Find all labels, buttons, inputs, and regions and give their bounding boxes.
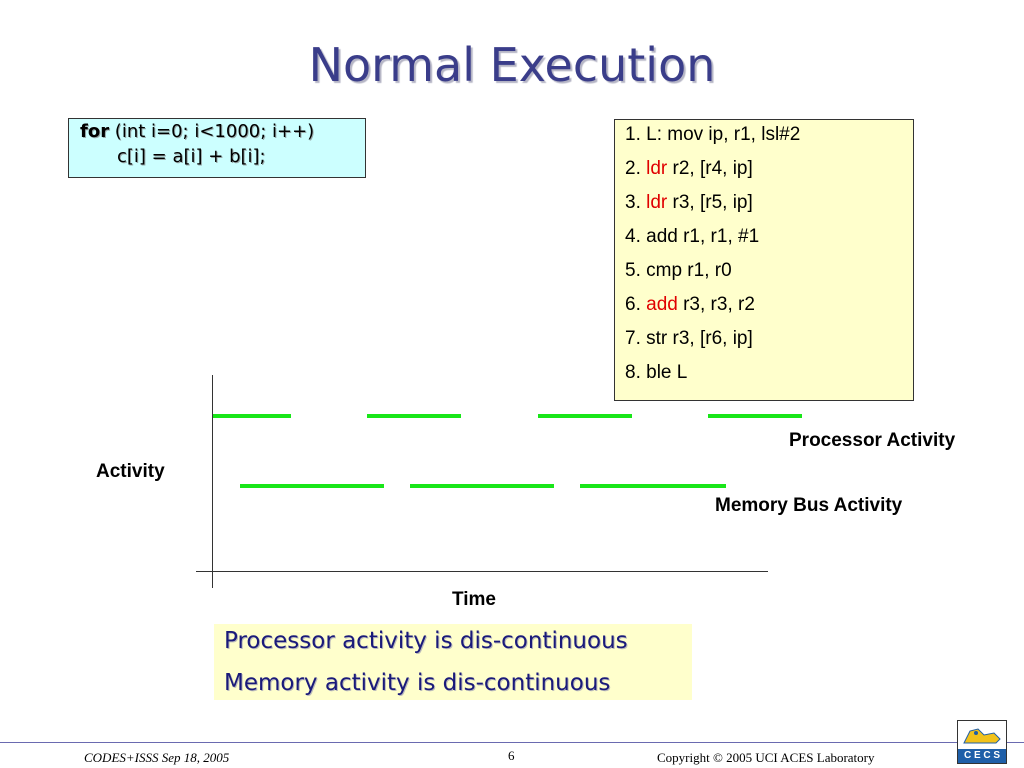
- asm-line: 7. str r3, [r6, ip]: [625, 328, 753, 350]
- asm-line-number: 5.: [625, 260, 647, 281]
- footer-divider: [0, 742, 1024, 743]
- asm-operands: r3, [r6, ip]: [667, 328, 753, 349]
- processor-activity-label: Processor Activity: [789, 430, 956, 451]
- asm-line-number: 6.: [625, 294, 647, 315]
- asm-line-number: 4.: [625, 226, 647, 247]
- asm-operands: r3, [r5, ip]: [667, 192, 753, 213]
- asm-line: 6. add r3, r3, r2: [625, 294, 755, 316]
- anteater-icon: [960, 723, 1004, 747]
- y-axis-label: Activity: [96, 461, 165, 482]
- for-keyword: for: [80, 121, 110, 142]
- asm-line: 3. ldr r3, [r5, ip]: [625, 192, 753, 214]
- x-axis: [196, 571, 768, 572]
- slide-title: Normal Execution: [308, 38, 716, 92]
- observation-memory: Memory activity is dis-continuous: [224, 670, 611, 696]
- asm-line: 5. cmp r1, r0: [625, 260, 732, 282]
- asm-opcode: cmp: [646, 260, 683, 281]
- asm-line-number: 8.: [625, 362, 647, 383]
- asm-operands: r3, r3, r2: [677, 294, 755, 315]
- processor-activity-segment: [213, 414, 291, 418]
- asm-opcode: add: [646, 294, 678, 315]
- asm-line: 2. ldr r2, [r4, ip]: [625, 158, 753, 180]
- asm-opcode: L: mov: [646, 124, 704, 145]
- processor-activity-segment: [367, 414, 461, 418]
- memory-activity-segment: [240, 484, 384, 488]
- processor-activity-segment: [538, 414, 632, 418]
- y-axis: [212, 375, 213, 588]
- for-header: (int i=0; i<1000; i++): [109, 121, 315, 142]
- asm-line: 4. add r1, r1, #1: [625, 226, 759, 248]
- asm-line-number: 1.: [625, 124, 647, 145]
- source-code-box: for (int i=0; i<1000; i++) c[i] = a[i] +…: [68, 118, 366, 178]
- asm-opcode: ldr: [646, 192, 668, 213]
- asm-operands: L: [671, 362, 688, 383]
- asm-line-number: 2.: [625, 158, 647, 179]
- asm-opcode: add: [646, 226, 678, 247]
- page-number: 6: [508, 748, 515, 763]
- assembly-code-box: 1. L: mov ip, r1, lsl#2 2. ldr r2, [r4, …: [614, 119, 914, 401]
- asm-line: 8. ble L: [625, 362, 687, 384]
- x-axis-label: Time: [452, 589, 497, 610]
- asm-operands: ip, r1, lsl#2: [703, 124, 801, 145]
- asm-line-number: 3.: [625, 192, 647, 213]
- observation-processor: Processor activity is dis-continuous: [224, 628, 628, 654]
- asm-line-number: 7.: [625, 328, 647, 349]
- code-line-2: c[i] = a[i] + b[i];: [117, 146, 266, 167]
- asm-operands: r1, r1, #1: [677, 226, 760, 247]
- memory-activity-label: Memory Bus Activity: [715, 495, 903, 516]
- footer-copyright: Copyright © 2005 UCI ACES Laboratory: [657, 750, 875, 765]
- asm-line: 1. L: mov ip, r1, lsl#2: [625, 124, 800, 146]
- footer-conference: CODES+ISSS Sep 18, 2005: [84, 750, 230, 765]
- observation-box: Processor activity is dis-continuous Mem…: [214, 624, 692, 700]
- asm-opcode: ble: [646, 362, 672, 383]
- cecs-logo: C E C S: [957, 720, 1007, 764]
- memory-activity-segment: [580, 484, 726, 488]
- asm-opcode: ldr: [646, 158, 668, 179]
- asm-opcode: str: [646, 328, 668, 349]
- asm-operands: r1, r0: [682, 260, 732, 281]
- processor-activity-segment: [708, 414, 802, 418]
- memory-activity-segment: [410, 484, 554, 488]
- logo-text: C E C S: [958, 749, 1006, 763]
- code-line-1: for (int i=0; i<1000; i++): [80, 121, 314, 142]
- asm-operands: r2, [r4, ip]: [667, 158, 753, 179]
